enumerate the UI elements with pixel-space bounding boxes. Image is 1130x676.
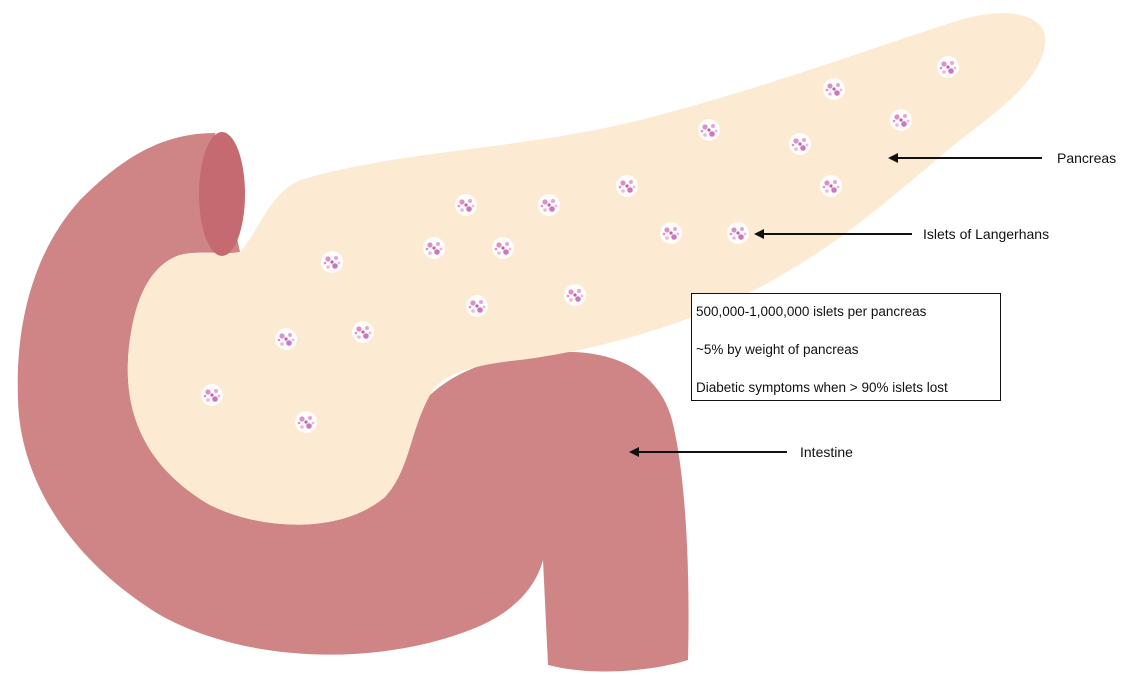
info-line-islet-count: 500,000-1,000,000 islets per pancreas (696, 302, 1000, 322)
islet (538, 194, 560, 216)
islet (727, 222, 749, 244)
pancreas-label: Pancreas (1057, 150, 1116, 166)
islet (564, 284, 586, 306)
islet (455, 194, 477, 216)
islet (616, 175, 638, 197)
info-line-weight: ~5% by weight of pancreas (696, 340, 1000, 360)
islet (789, 133, 811, 155)
islet (823, 78, 845, 100)
info-box: 500,000-1,000,000 islets per pancreas ~5… (691, 293, 1001, 401)
islet (352, 321, 374, 343)
islet (698, 119, 720, 141)
islet (275, 328, 297, 350)
islet (295, 411, 317, 433)
islet (890, 109, 912, 131)
islet (820, 175, 842, 197)
islet (937, 56, 959, 78)
islet (201, 384, 223, 406)
islet (466, 295, 488, 317)
islet (660, 222, 682, 244)
islets-label: Islets of Langerhans (923, 226, 1049, 242)
intestine-label: Intestine (800, 444, 853, 460)
islet (492, 237, 514, 259)
islet (423, 237, 445, 259)
intestine-opening (199, 132, 245, 256)
info-line-diabetic: Diabetic symptoms when > 90% islets lost (696, 378, 1000, 398)
islet (321, 251, 343, 273)
